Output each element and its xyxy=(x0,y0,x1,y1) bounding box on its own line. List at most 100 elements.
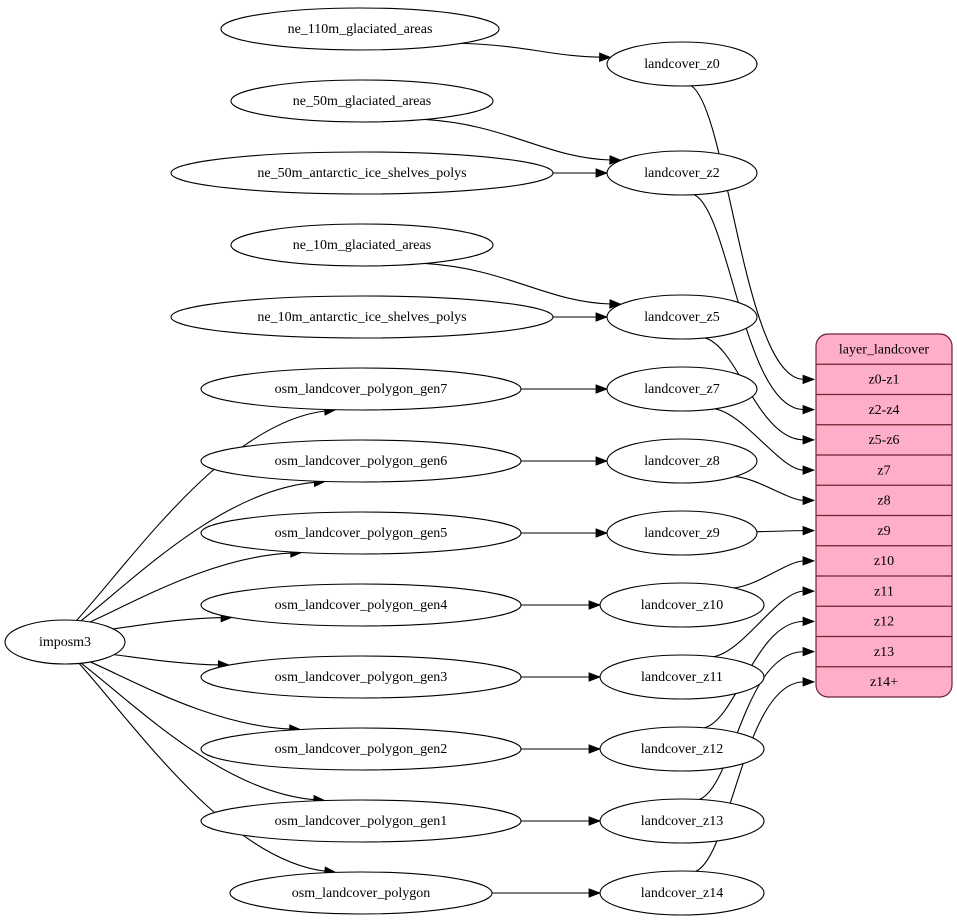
node-label-ne_50m_antarctic_ice_shelves_polys: ne_50m_antarctic_ice_shelves_polys xyxy=(257,166,466,181)
edge-line xyxy=(90,661,291,730)
edge-landcover_z9--to--layer_landcover:z9 xyxy=(756,525,816,536)
edge-line xyxy=(89,552,292,623)
edge-landcover_z10--to--layer_landcover:z10 xyxy=(733,556,816,589)
node-osm_landcover_polygon_gen3[interactable]: osm_landcover_polygon_gen3 xyxy=(200,655,522,699)
node-osm_landcover_polygon_gen4[interactable]: osm_landcover_polygon_gen4 xyxy=(200,583,522,627)
edge-line xyxy=(690,85,805,380)
node-shape-osm_landcover_polygon_gen4 xyxy=(200,583,522,627)
node-landcover_z9[interactable]: landcover_z9 xyxy=(606,510,758,556)
edge-arrowhead xyxy=(599,52,612,62)
node-label-landcover_z11: landcover_z11 xyxy=(641,670,723,685)
record-port-z13[interactable]: z13 xyxy=(874,645,894,660)
node-landcover_z14[interactable]: landcover_z14 xyxy=(599,870,765,916)
node-landcover_z13[interactable]: landcover_z13 xyxy=(599,798,765,844)
node-ne_10m_glaciated_areas[interactable]: ne_10m_glaciated_areas xyxy=(230,223,494,267)
node-osm_landcover_polygon_gen1[interactable]: osm_landcover_polygon_gen1 xyxy=(200,799,522,843)
record-port-z9[interactable]: z9 xyxy=(877,524,890,539)
node-label-ne_10m_antarctic_ice_shelves_polys: ne_10m_antarctic_ice_shelves_polys xyxy=(257,310,466,325)
node-shape-landcover_z7 xyxy=(606,366,758,412)
record-port-z2-z4[interactable]: z2-z4 xyxy=(868,403,899,418)
node-ne_110m_glaciated_areas[interactable]: ne_110m_glaciated_areas xyxy=(220,7,500,51)
edge-line xyxy=(424,262,611,305)
record-port-z10[interactable]: z10 xyxy=(874,554,894,569)
node-label-landcover_z10: landcover_z10 xyxy=(641,598,723,613)
node-osm_landcover_polygon_gen6[interactable]: osm_landcover_polygon_gen6 xyxy=(200,439,522,483)
node-osm_landcover_polygon_gen7[interactable]: osm_landcover_polygon_gen7 xyxy=(200,367,522,411)
node-landcover_z10[interactable]: landcover_z10 xyxy=(599,582,765,628)
edge-arrowhead xyxy=(802,556,816,566)
record-port-z11[interactable]: z11 xyxy=(874,584,894,599)
record-node-layer_landcover[interactable]: layer_landcoverz0-z1z2-z4z5-z6z7z8z9z10z… xyxy=(815,333,953,698)
node-label-landcover_z12: landcover_z12 xyxy=(641,742,723,757)
node-landcover_z8[interactable]: landcover_z8 xyxy=(606,438,758,484)
node-landcover_z0[interactable]: landcover_z0 xyxy=(606,41,758,87)
record-port-z12[interactable]: z12 xyxy=(874,615,894,630)
record-port-z5-z6[interactable]: z5-z6 xyxy=(868,433,899,448)
node-shape-imposm3 xyxy=(4,619,126,665)
node-label-landcover_z14: landcover_z14 xyxy=(641,886,723,901)
edge-line xyxy=(695,681,805,872)
edge-arrowhead xyxy=(802,646,816,657)
edge-arrowhead xyxy=(802,525,816,536)
edge-line xyxy=(734,476,805,501)
edge-landcover_z8--to--layer_landcover:z8 xyxy=(734,476,816,506)
node-osm_landcover_polygon_gen2[interactable]: osm_landcover_polygon_gen2 xyxy=(200,727,522,771)
node-shape-ne_50m_glaciated_areas xyxy=(230,79,494,123)
node-landcover_z2[interactable]: landcover_z2 xyxy=(606,150,758,196)
node-label-ne_50m_glaciated_areas: ne_50m_glaciated_areas xyxy=(293,94,431,109)
node-label-landcover_z7: landcover_z7 xyxy=(644,382,719,397)
node-shape-osm_landcover_polygon_gen1 xyxy=(200,799,522,843)
record-port-z14+[interactable]: z14+ xyxy=(870,675,898,690)
edge-osm_landcover_polygon_gen5--to--landcover_z9 xyxy=(521,528,609,538)
edge-imposm3--to--osm_landcover_polygon_gen4 xyxy=(113,612,234,630)
edge-landcover_z7--to--layer_landcover:z7 xyxy=(714,408,816,475)
record-port-z0-z1[interactable]: z0-z1 xyxy=(868,373,899,388)
edge-arrowhead xyxy=(802,465,816,475)
node-shape-ne_10m_antarctic_ice_shelves_polys xyxy=(170,295,554,339)
edge-arrowhead xyxy=(595,528,609,538)
node-shape-landcover_z0 xyxy=(606,41,758,87)
edge-line xyxy=(756,530,805,533)
edge-line xyxy=(733,560,805,589)
record-port-z7[interactable]: z7 xyxy=(877,463,890,478)
node-ne_50m_glaciated_areas[interactable]: ne_50m_glaciated_areas xyxy=(230,79,494,123)
record-port-z8[interactable]: z8 xyxy=(877,494,890,509)
node-shape-ne_110m_glaciated_areas xyxy=(220,7,500,51)
edge-arrowhead xyxy=(588,672,602,682)
node-ne_50m_antarctic_ice_shelves_polys[interactable]: ne_50m_antarctic_ice_shelves_polys xyxy=(170,151,554,195)
node-shape-osm_landcover_polygon xyxy=(229,871,493,915)
node-label-ne_110m_glaciated_areas: ne_110m_glaciated_areas xyxy=(288,22,433,37)
edge-line xyxy=(698,651,805,800)
node-label-landcover_z8: landcover_z8 xyxy=(644,454,719,469)
node-shape-landcover_z10 xyxy=(599,582,765,628)
edge-landcover_z14--to--layer_landcover:z14+ xyxy=(695,677,816,872)
node-label-osm_landcover_polygon_gen7: osm_landcover_polygon_gen7 xyxy=(275,382,448,397)
edge-arrowhead xyxy=(595,384,609,394)
node-shape-ne_10m_glaciated_areas xyxy=(230,223,494,267)
node-shape-landcover_z2 xyxy=(606,150,758,196)
node-shape-landcover_z11 xyxy=(599,654,765,700)
node-shape-osm_landcover_polygon_gen2 xyxy=(200,727,522,771)
edge-ne_10m_antarctic_ice_shelves_polys--to--landcover_z5 xyxy=(553,312,609,322)
node-landcover_z7[interactable]: landcover_z7 xyxy=(606,366,758,412)
node-landcover_z11[interactable]: landcover_z11 xyxy=(599,654,765,700)
nodes-layer: imposm3 ne_110m_glaciated_areas ne_50m_gla… xyxy=(4,7,765,916)
node-shape-landcover_z9 xyxy=(606,510,758,556)
edge-line xyxy=(80,662,315,801)
node-shape-landcover_z12 xyxy=(599,726,765,772)
node-osm_landcover_polygon_gen5[interactable]: osm_landcover_polygon_gen5 xyxy=(200,511,522,555)
node-landcover_z12[interactable]: landcover_z12 xyxy=(599,726,765,772)
node-imposm3[interactable]: imposm3 xyxy=(4,619,126,665)
node-osm_landcover_polygon[interactable]: osm_landcover_polygon xyxy=(229,871,493,915)
node-landcover_z5[interactable]: landcover_z5 xyxy=(606,294,758,340)
node-shape-osm_landcover_polygon_gen6 xyxy=(200,439,522,483)
node-label-osm_landcover_polygon_gen5: osm_landcover_polygon_gen5 xyxy=(275,526,448,541)
node-ne_10m_antarctic_ice_shelves_polys[interactable]: ne_10m_antarctic_ice_shelves_polys xyxy=(170,295,554,339)
edge-osm_landcover_polygon--to--landcover_z14 xyxy=(491,888,602,898)
node-label-osm_landcover_polygon_gen6: osm_landcover_polygon_gen6 xyxy=(275,454,448,469)
edge-line xyxy=(78,663,326,872)
edge-ne_110m_glaciated_areas--to--landcover_z0 xyxy=(461,42,612,62)
edge-line xyxy=(714,408,805,471)
